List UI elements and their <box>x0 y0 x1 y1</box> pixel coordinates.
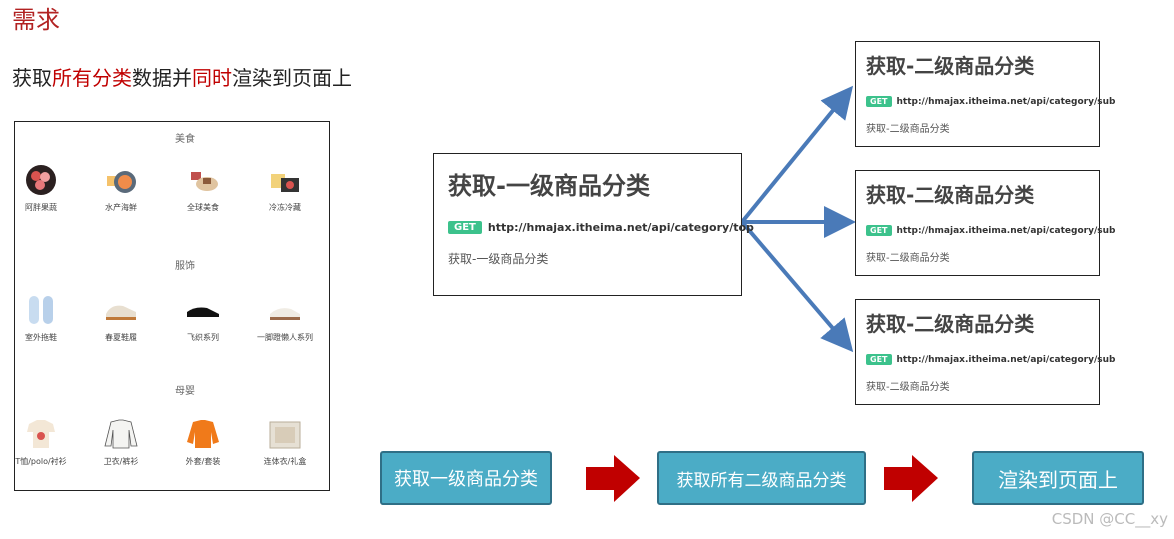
api-endpoint: GET http://hmajax.itheima.net/api/catego… <box>448 221 754 234</box>
api-endpoint: GET http://hmajax.itheima.net/api/catego… <box>866 225 1115 236</box>
category-item[interactable]: 全球美食 <box>167 164 239 213</box>
category-item-label: 阿胖果蔬 <box>25 203 57 212</box>
api-card-title: 获取-二级商品分类 <box>866 183 1035 207</box>
flow-arrow-1 <box>586 455 640 502</box>
api-card-sub-category: 获取-二级商品分类 GET http://hmajax.itheima.net/… <box>855 41 1115 147</box>
api-card-title: 获取-二级商品分类 <box>866 54 1035 78</box>
api-card-title: 获取-二级商品分类 <box>866 312 1035 336</box>
arrow-to-sub-3 <box>740 220 854 353</box>
api-description: 获取-二级商品分类 <box>866 253 950 264</box>
slippers-icon <box>23 294 59 326</box>
http-method-badge: GET <box>866 225 892 236</box>
category-item[interactable]: 连体衣/礼盒 <box>249 418 321 467</box>
requirement-text: 获取所有分类数据并同时渲染到页面上 <box>12 62 352 91</box>
api-card-title: 获取-一级商品分类 <box>448 172 650 200</box>
category-item-label: 连体衣/礼盒 <box>263 457 307 466</box>
frozen-food-icon <box>267 164 303 196</box>
category-title-baby: 母婴 <box>175 386 195 397</box>
category-title-food: 美食 <box>175 134 195 145</box>
category-title-clothing: 服饰 <box>175 261 195 272</box>
gift-box-icon <box>267 418 303 450</box>
category-item-label: 室外拖鞋 <box>25 333 57 342</box>
knit-shoe-icon <box>185 294 221 326</box>
http-method-badge: GET <box>866 354 892 365</box>
baby-tshirt-icon <box>23 418 59 450</box>
category-item-label: 一脚蹬懒人系列 <box>257 333 313 342</box>
http-method-badge: GET <box>866 96 892 107</box>
category-item[interactable]: 室外拖鞋 <box>5 294 77 343</box>
category-item-label: 外套/套装 <box>185 457 221 466</box>
api-url: http://hmajax.itheima.net/api/category/s… <box>896 354 1116 365</box>
sneaker-icon <box>103 294 139 326</box>
flow-step-render-page: 渲染到页面上 <box>972 451 1144 505</box>
category-item[interactable]: 外套/套装 <box>167 418 239 467</box>
arrow-to-sub-1 <box>740 85 854 224</box>
category-item[interactable]: 冷冻冷藏 <box>249 164 321 213</box>
requirement-highlight-simultaneous: 同时 <box>192 66 232 90</box>
api-card-sub-category: 获取-二级商品分类 GET http://hmajax.itheima.net/… <box>855 170 1115 276</box>
sweater-icon <box>103 418 139 450</box>
api-card-sub-category: 获取-二级商品分类 GET http://hmajax.itheima.net/… <box>855 299 1115 405</box>
category-item[interactable]: 水产海鲜 <box>85 164 157 213</box>
category-item-label: 春夏鞋履 <box>105 333 137 342</box>
category-item[interactable]: 一脚蹬懒人系列 <box>249 294 321 343</box>
requirement-part: 渲染到页面上 <box>232 66 352 90</box>
requirement-highlight-all-categories: 所有分类 <box>52 66 132 90</box>
api-description: 获取-二级商品分类 <box>866 124 950 135</box>
requirement-part: 获取 <box>12 66 52 90</box>
api-url: http://hmajax.itheima.net/api/category/s… <box>896 225 1116 236</box>
flow-step-get-top-categories: 获取一级商品分类 <box>380 451 552 505</box>
flow-arrow-2 <box>884 455 938 502</box>
requirement-part: 数据并 <box>132 66 192 90</box>
api-endpoint: GET http://hmajax.itheima.net/api/catego… <box>866 96 1115 107</box>
category-page-preview: 美食 阿胖果蔬 水产海鲜 全球美食 冷冻冷藏 服饰 室外拖鞋 春夏鞋履 <box>14 121 330 491</box>
watermark: CSDN @CC__xy <box>1051 510 1168 528</box>
category-item-label: 水产海鲜 <box>105 203 137 212</box>
category-item[interactable]: 阿胖果蔬 <box>5 164 77 213</box>
seafood-icon <box>103 164 139 196</box>
api-url: http://hmajax.itheima.net/api/category/s… <box>896 96 1116 107</box>
page-title: 需求 <box>12 6 60 34</box>
category-item[interactable]: 飞织系列 <box>167 294 239 343</box>
category-item-label: 全球美食 <box>187 203 219 212</box>
global-food-icon <box>185 164 221 196</box>
api-description: 获取-二级商品分类 <box>866 382 950 393</box>
api-card-top-category: 获取-一级商品分类 GET http://hmajax.itheima.net/… <box>433 153 754 296</box>
http-method-badge: GET <box>448 221 482 234</box>
category-item-label: 冷冻冷藏 <box>269 203 301 212</box>
api-endpoint: GET http://hmajax.itheima.net/api/catego… <box>866 354 1115 365</box>
category-item[interactable]: 卫衣/裤衫 <box>85 418 157 467</box>
jacket-icon <box>185 418 221 450</box>
category-item[interactable]: T恤/polo/衬衫 <box>5 418 77 467</box>
category-item-label: T恤/polo/衬衫 <box>15 457 67 466</box>
fruit-platter-icon <box>23 164 59 196</box>
api-description: 获取-一级商品分类 <box>448 252 549 266</box>
category-item-label: 卫衣/裤衫 <box>103 457 139 466</box>
flow-step-get-all-sub-categories: 获取所有二级商品分类 <box>657 451 866 505</box>
loafer-icon <box>267 294 303 326</box>
api-url: http://hmajax.itheima.net/api/category/t… <box>487 221 754 234</box>
category-item-label: 飞织系列 <box>187 333 219 342</box>
category-item[interactable]: 春夏鞋履 <box>85 294 157 343</box>
